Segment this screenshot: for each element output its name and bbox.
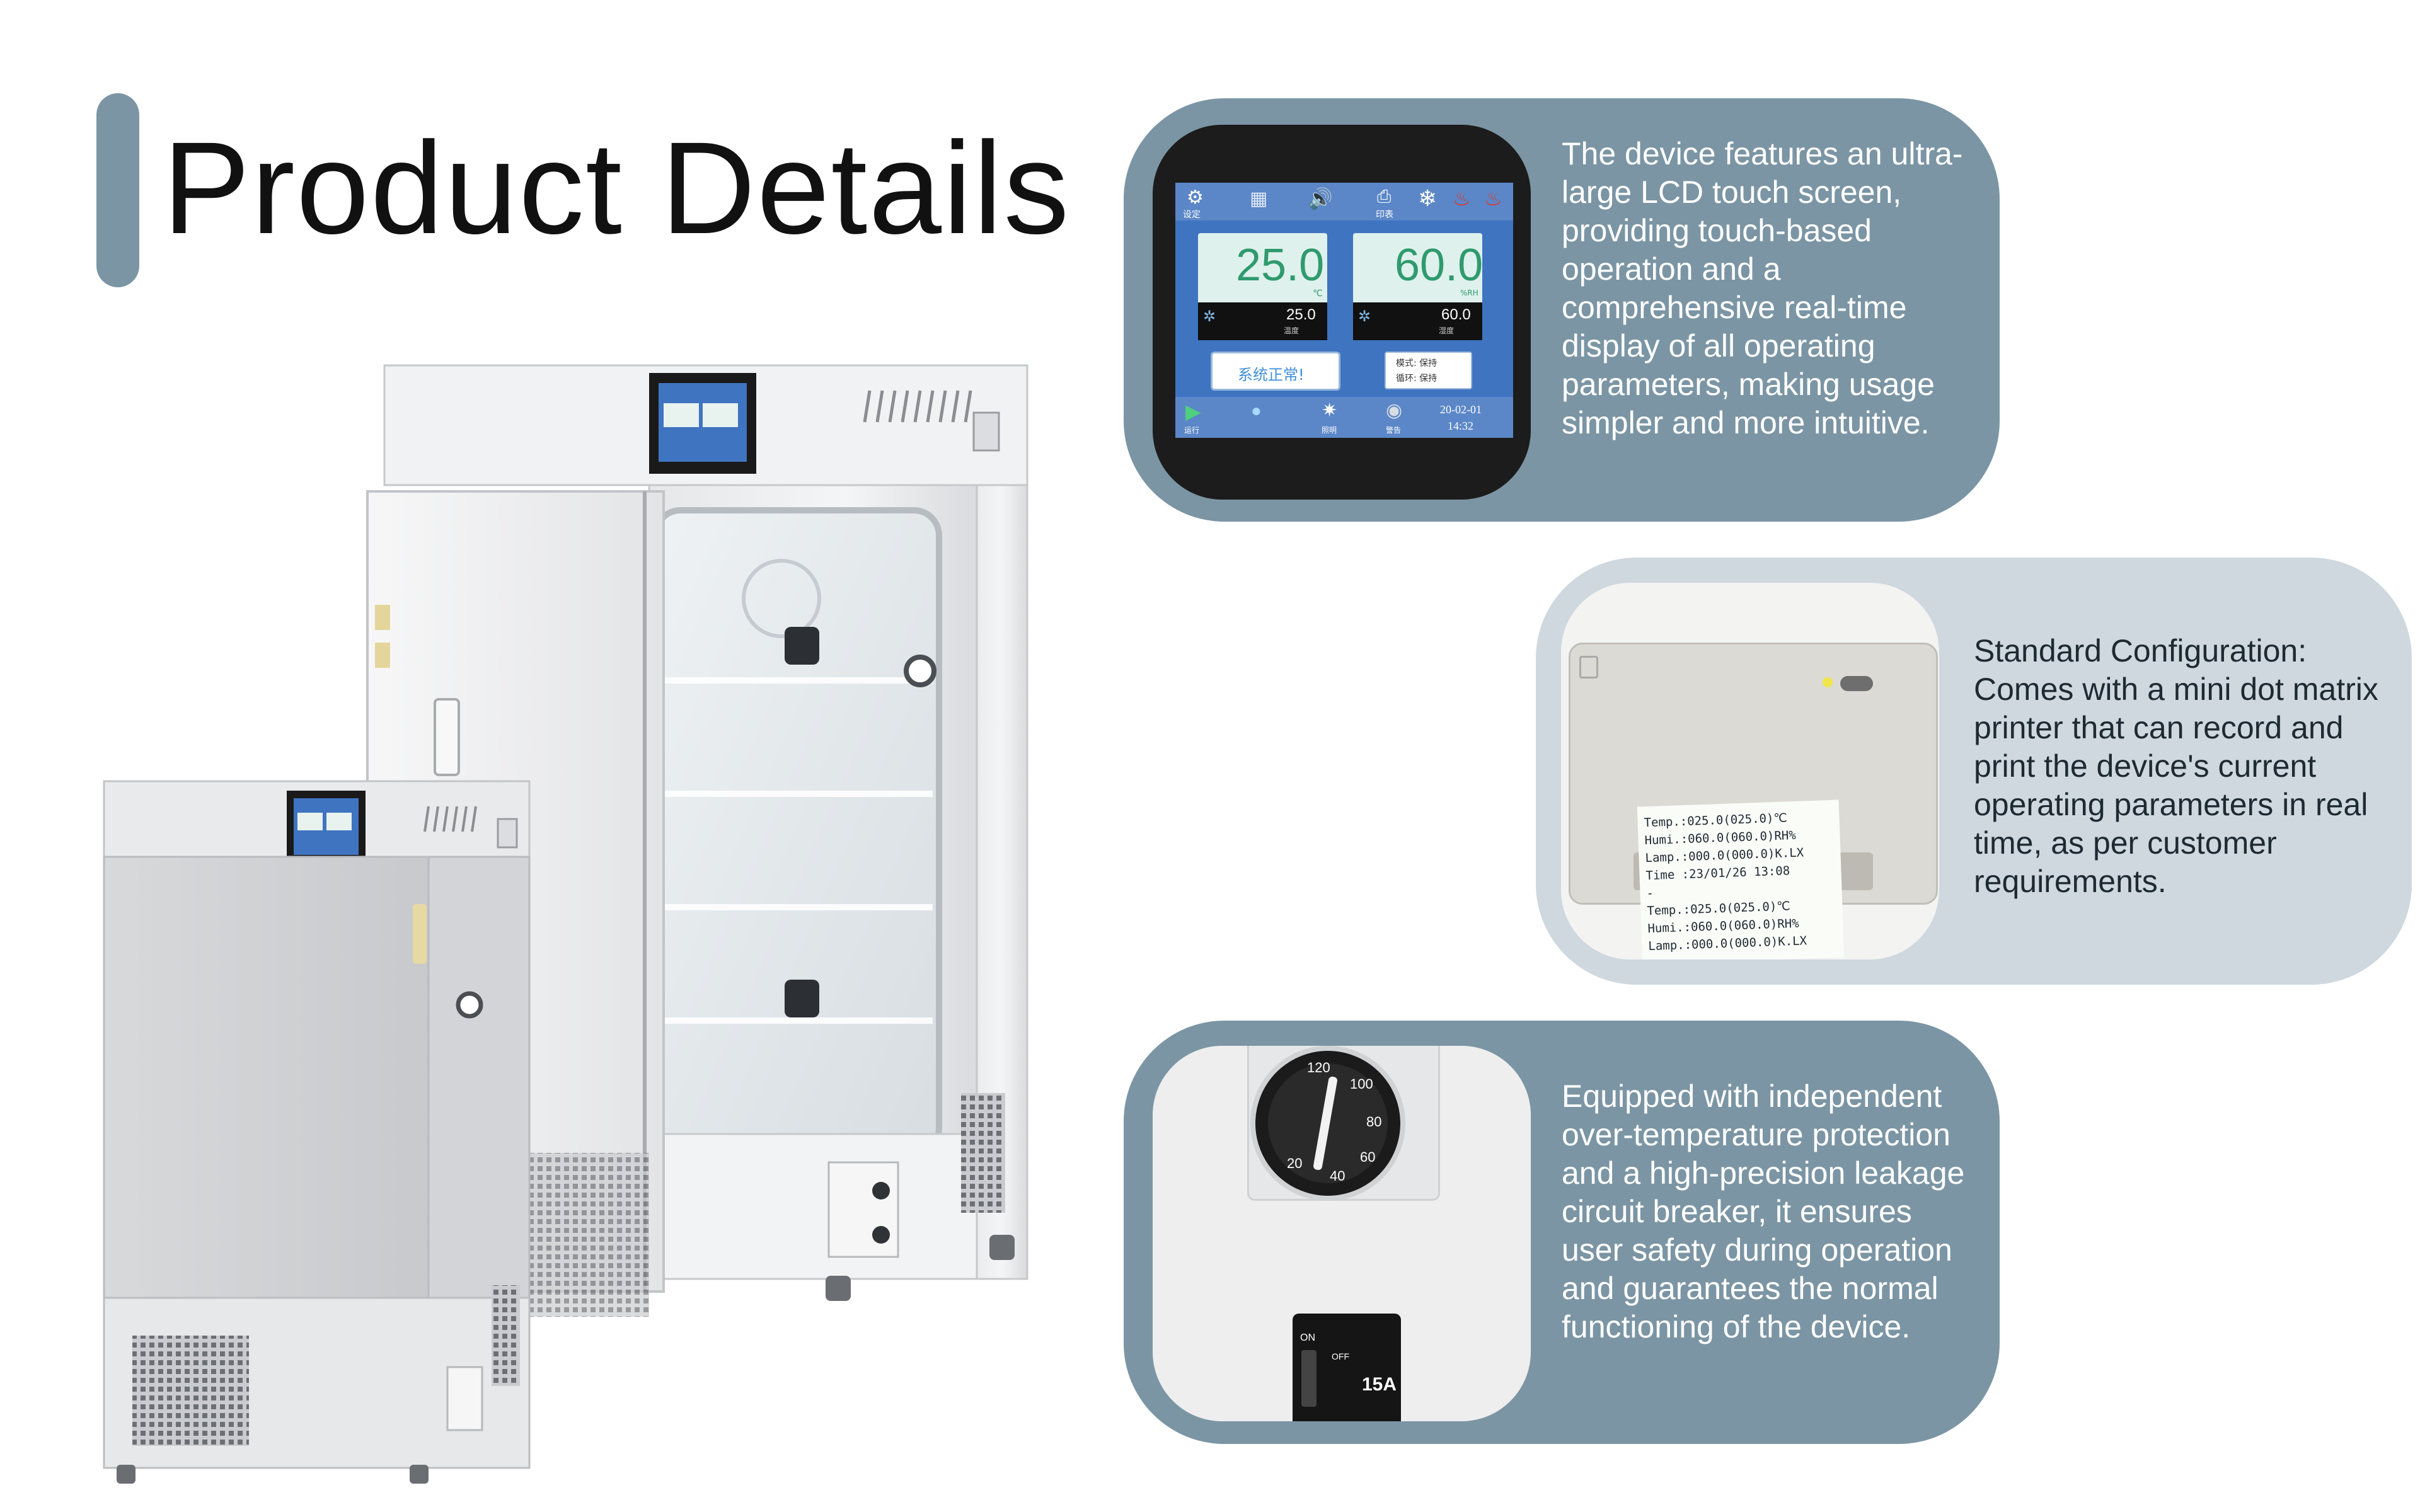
feature-text-protection: Equipped with independent over-temperatu… (1562, 1079, 1965, 1344)
feature-card-lcd: ⚙ 设定 ▦ 🔊 ⎙ 印表 ❄ ♨ ♨ 25.0 ℃ ✲ 25.0 温度 (1124, 98, 2000, 522)
feature-text-lcd: The device features an ultra-large LCD t… (1562, 136, 1963, 440)
grid-menu-icon: ▦ (1250, 188, 1268, 209)
status-led (1823, 677, 1833, 687)
feed-button (1840, 676, 1873, 691)
humidity-panel: 60.0 %RH ✲ 60.0 湿度 (1353, 233, 1484, 340)
lcd-touch-screen-image: ⚙ 设定 ▦ 🔊 ⎙ 印表 ❄ ♨ ♨ 25.0 ℃ ✲ 25.0 温度 (1153, 125, 1531, 500)
small-chamber (103, 780, 531, 1484)
screen-btn-settings: 设定 (1183, 210, 1201, 220)
screen-btn-light: 照明 (1322, 426, 1337, 435)
page-title: Product Details (163, 115, 1071, 261)
temperature-readout: 25.0 (1236, 240, 1325, 290)
snowflake-icon: ❄ (1418, 185, 1438, 211)
screen-time: 14:32 (1448, 420, 1474, 432)
dial-tick: 120 (1307, 1060, 1330, 1075)
mode-line-1: 模式: 保持 (1396, 358, 1438, 369)
breaker-rating: 15A (1362, 1374, 1397, 1395)
mode-line-2: 循环: 保持 (1396, 374, 1438, 384)
dial-tick: 60 (1360, 1149, 1376, 1165)
alarm-icon: ◉ (1386, 400, 1403, 421)
speaker-icon: 🔊 (1308, 187, 1333, 210)
over-temperature-dial-image: 120 100 80 60 40 20 ON OFF 15A (1153, 1046, 1531, 1421)
status-box: 系统正常! (1211, 352, 1340, 391)
humidifier-icon: ♨ (1484, 187, 1502, 210)
dial-tick: 80 (1366, 1114, 1382, 1130)
screen-btn-alarm: 警告 (1386, 426, 1402, 435)
print-icon: ⎙ (1377, 186, 1392, 206)
feature-card-printer: Temp.:025.0(025.0)℃ Humi.:060.0(060.0)RH… (1536, 558, 2412, 985)
sun-icon: ✷ (1322, 400, 1338, 421)
heater-icon: ♨ (1453, 187, 1471, 210)
thermostat-dial: 120 100 80 60 40 20 (1250, 1046, 1405, 1201)
fan-icon: ✲ (1203, 308, 1216, 325)
feature-text-printer: Standard Configuration: Comes with a min… (1974, 633, 2378, 899)
play-icon: ▶ (1185, 400, 1201, 423)
leakage-circuit-breaker: ON OFF 15A (1293, 1314, 1401, 1421)
temperature-panel: 25.0 ℃ ✲ 25.0 温度 (1198, 233, 1327, 340)
breaker-switch (1301, 1350, 1317, 1407)
settings-icon: ⚙ (1187, 187, 1204, 208)
status-text: 系统正常! (1238, 366, 1305, 384)
humidity-unit: %RH (1460, 289, 1478, 297)
dial-tick: 100 (1350, 1076, 1373, 1092)
humidity-label: 湿度 (1439, 326, 1455, 335)
temperature-label: 温度 (1284, 326, 1299, 335)
humidity-set: 60.0 (1441, 306, 1471, 323)
title-accent-bar (96, 93, 139, 287)
mini-printer-image: Temp.:025.0(025.0)℃ Humi.:060.0(060.0)RH… (1561, 583, 1939, 959)
dial-tick: 20 (1287, 1155, 1303, 1171)
breaker-off-label: OFF (1332, 1351, 1349, 1361)
fan-icon: ✲ (1358, 308, 1371, 325)
temperature-unit: ℃ (1313, 289, 1323, 299)
screen-btn-print: 印表 (1376, 210, 1393, 220)
temperature-set: 25.0 (1286, 306, 1316, 323)
dial-tick: 40 (1330, 1168, 1345, 1184)
mode-box: 模式: 保持 循环: 保持 (1385, 352, 1472, 389)
humidity-drop-icon: ● (1251, 401, 1262, 420)
climate-chamber-product-image (103, 364, 1028, 1484)
humidity-readout: 60.0 (1395, 240, 1484, 290)
printer-paper: Temp.:025.0(025.0)℃ Humi.:060.0(060.0)RH… (1637, 799, 1845, 959)
screen-btn-run: 运行 (1184, 426, 1200, 435)
breaker-on-label: ON (1300, 1332, 1315, 1343)
screen-date: 20-02-01 (1440, 403, 1482, 416)
feature-card-protection: 120 100 80 60 40 20 ON OFF 15A Equipped … (1124, 1021, 2000, 1444)
